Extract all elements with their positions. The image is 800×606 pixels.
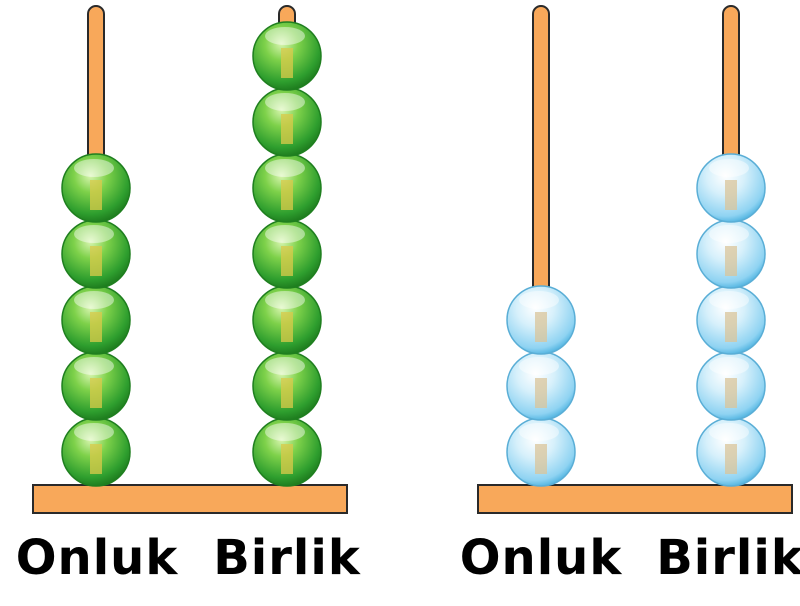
abacus-2-rod-birlik-bead [696, 153, 766, 223]
abacus-2-rod-birlik-bead [696, 351, 766, 421]
abacus-1-rod-onluk-bead [61, 219, 131, 289]
abacus-1-rod-birlik-bead [252, 153, 322, 223]
abacus-2-birlik-label: Birlik [656, 530, 800, 586]
abacus-2-rod-birlik-bead [696, 417, 766, 487]
abacus-1-rod-birlik-bead [252, 417, 322, 487]
abacus-2-rod-onluk-bead [506, 417, 576, 487]
abacus-1-base [32, 484, 348, 514]
abacus-2-rod-onluk-bead [506, 285, 576, 355]
abacus-1-rod-onluk-bead [61, 285, 131, 355]
abacus-1-rod-onluk-bead [61, 153, 131, 223]
abacus-2-rod-onluk-bead [506, 351, 576, 421]
abacus-2-rod-birlik-bead [696, 219, 766, 289]
abacus-1-rod-birlik-bead [252, 285, 322, 355]
abacus-2-rod-birlik-bead [696, 285, 766, 355]
abacus-1-rod-birlik-bead [252, 87, 322, 157]
abacus-1-rod-onluk-bead [61, 417, 131, 487]
abacus-1-onluk-label: Onluk [15, 530, 179, 586]
abacus-1-rod-birlik-bead [252, 21, 322, 91]
abacus-1-birlik-label: Birlik [213, 530, 361, 586]
abacus-1-rod-birlik-bead [252, 219, 322, 289]
abacus-2-onluk-label: Onluk [459, 530, 623, 586]
abacus-2-base [477, 484, 793, 514]
abacus-1-rod-onluk-bead [61, 351, 131, 421]
abacus-1-rod-birlik-bead [252, 351, 322, 421]
